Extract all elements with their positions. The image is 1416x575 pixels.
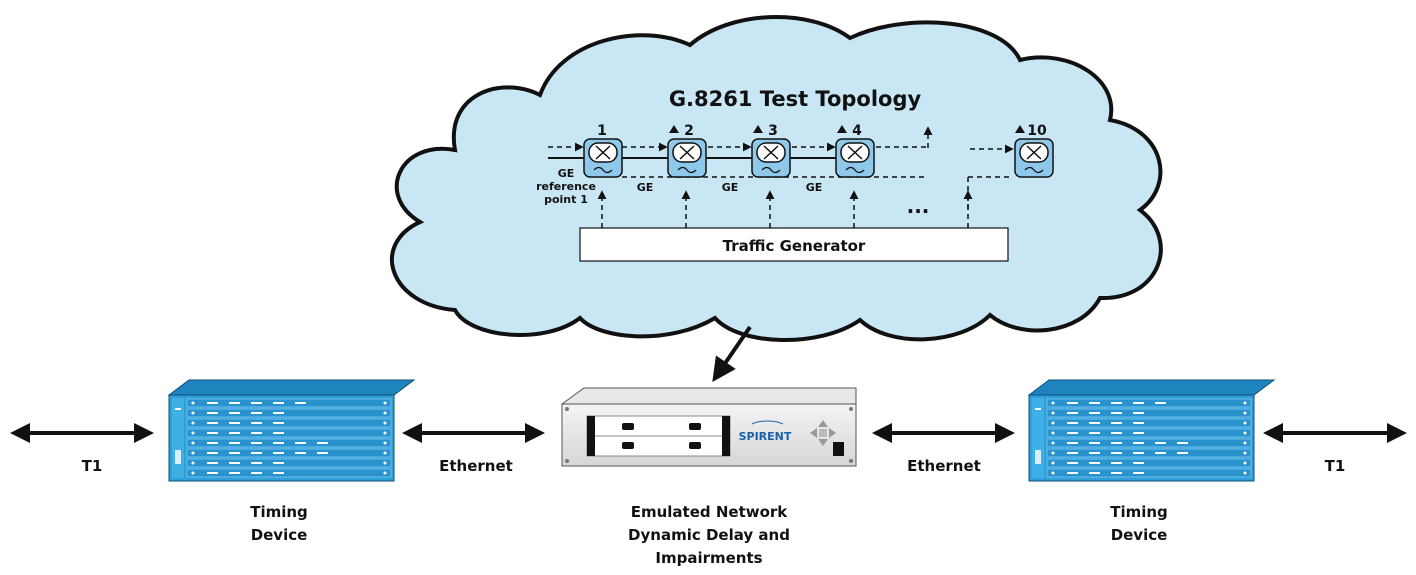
cloud-to-emulator-arrow [712, 325, 752, 382]
switch-node [583, 138, 623, 178]
right-device-label-line1: Timing [1110, 503, 1168, 521]
left-ethernet-label: Ethernet [439, 457, 513, 475]
topology-title: G.8261 Test Topology [669, 87, 922, 111]
node-number-2: 2 [684, 123, 694, 139]
node-number-10: 10 [1027, 123, 1047, 139]
switch-node [751, 138, 791, 178]
dashed-input-arrows [548, 126, 1014, 154]
node-top-arrows [669, 125, 1025, 133]
reference-label-line3: point 1 [544, 193, 588, 206]
cloud [390, 15, 1163, 342]
spirent-brand: SPIRENT [739, 430, 792, 443]
traffic-generator-box [579, 227, 1009, 262]
ge-label-1: GE [637, 181, 654, 194]
timing-device-right [1027, 379, 1276, 482]
switch-node [667, 138, 707, 178]
emulator-label-line1: Emulated Network [631, 503, 789, 521]
switch-node [1014, 138, 1054, 178]
ge-label-3: GE [806, 181, 823, 194]
reference-label-line2: reference [536, 180, 596, 193]
node-number-4: 4 [852, 123, 862, 139]
network-emulator: SPIRENT [560, 387, 857, 467]
reference-label-line1: GE [558, 167, 575, 180]
node-number-3: 3 [768, 123, 778, 139]
switch-nodes [583, 138, 1054, 178]
emulator-label-line3: Impairments [655, 549, 762, 567]
ge-label-2: GE [722, 181, 739, 194]
ellipsis: ... [907, 194, 930, 218]
nav-pad-icon [810, 420, 836, 446]
traffic-up-arrows [597, 190, 973, 228]
right-ethernet-label: Ethernet [907, 457, 981, 475]
left-device-label-line2: Device [251, 526, 308, 544]
emulator-label-line2: Dynamic Delay and [628, 526, 790, 544]
left-device-label-line1: Timing [250, 503, 308, 521]
traffic-generator-label: Traffic Generator [723, 237, 866, 255]
right-t1-label: T1 [1325, 457, 1346, 475]
left-t1-label: T1 [82, 457, 103, 475]
timing-device-left [167, 379, 416, 482]
right-device-label-line2: Device [1111, 526, 1168, 544]
node-number-1: 1 [597, 123, 607, 139]
switch-node [835, 138, 875, 178]
